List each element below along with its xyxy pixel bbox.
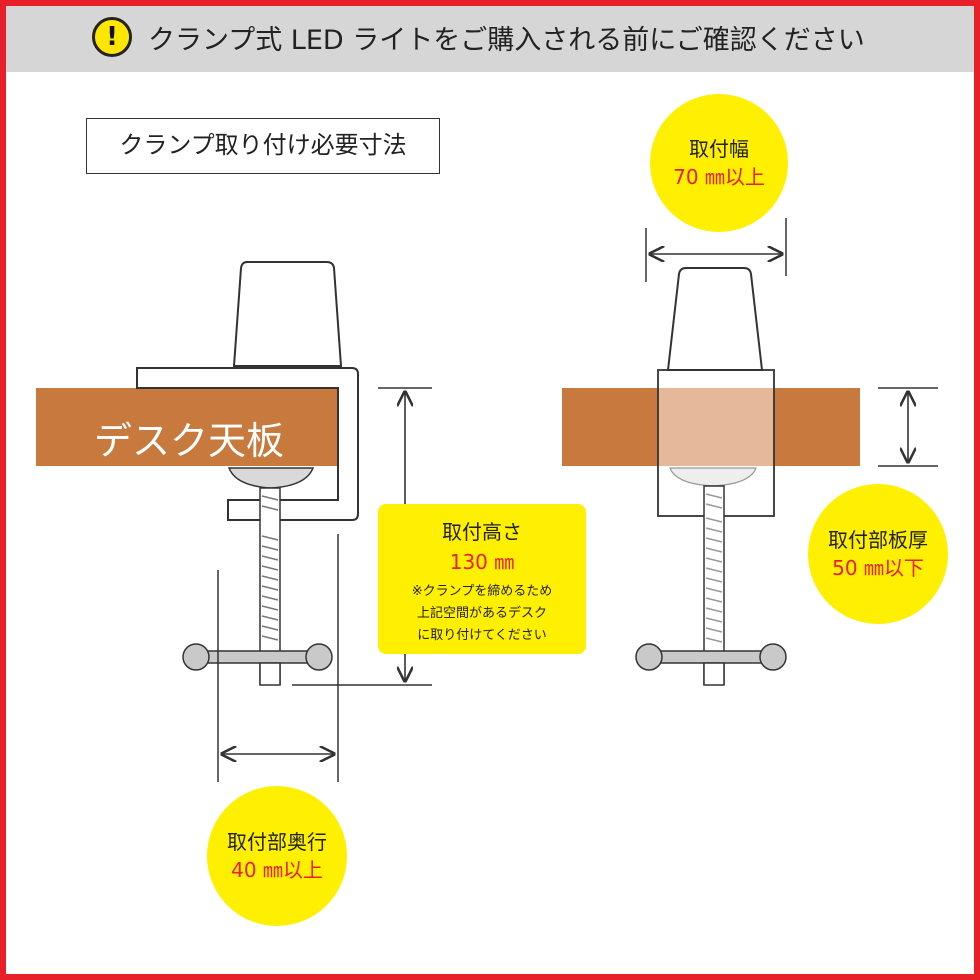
clamp-box-overlay xyxy=(658,388,774,466)
height-note-line: に取り付けてください xyxy=(417,628,547,643)
desk-label: デスク天板 xyxy=(94,419,285,463)
handle-bar-front xyxy=(649,650,775,664)
handle-knob-left-side xyxy=(182,643,210,671)
desk-top-side xyxy=(36,388,338,466)
width-value: 70 ㎜以上 xyxy=(673,165,765,189)
front-view xyxy=(562,218,938,686)
exclamation-icon: ! xyxy=(92,17,132,57)
height-label: 取付高さ 130 ㎜ ※クランプを締めるため 上記空間があるデスク に取り付けて… xyxy=(378,504,586,654)
width-title: 取付幅 xyxy=(689,137,749,161)
thickness-title: 取付部板厚 xyxy=(828,528,928,552)
clamp-pad-front xyxy=(669,467,757,487)
side-view xyxy=(36,261,432,782)
thickness-value: 50 ㎜以下 xyxy=(832,556,924,580)
section-title: クランプ取り付け必要寸法 xyxy=(86,118,440,174)
screw-threads-side xyxy=(261,495,279,641)
clamp-diagram xyxy=(36,218,938,782)
screw-threads-front xyxy=(705,493,723,643)
depth-title: 取付部奥行 xyxy=(227,830,327,854)
lamp-shade-side xyxy=(232,261,343,367)
height-title: 取付高さ xyxy=(442,520,522,544)
depth-value: 40 ㎜以上 xyxy=(231,858,323,882)
lamp-shade-front xyxy=(666,267,764,371)
handle-knob-right-front xyxy=(759,643,787,671)
clamp-pad-side xyxy=(227,467,315,489)
depth-label: 取付部奥行 40 ㎜以上 xyxy=(207,786,347,926)
height-note-line: 上記空間があるデスク xyxy=(416,606,547,621)
screw-end-front xyxy=(703,662,725,686)
screw-end-side xyxy=(259,662,281,686)
clamp-body-side xyxy=(136,367,359,521)
thickness-label: 取付部板厚 50 ㎜以下 xyxy=(808,484,948,624)
height-note-line: ※クランプを締めるため xyxy=(411,584,553,599)
handle-knob-left-front xyxy=(635,643,663,671)
banner-text: クランプ式 LED ライトをご購入される前にご確認ください xyxy=(148,25,865,56)
notice-banner: ! クランプ式 LED ライトをご購入される前にご確認ください xyxy=(6,6,974,72)
width-label: 取付幅 70 ㎜以上 xyxy=(650,94,788,232)
handle-knob-right-side xyxy=(305,643,333,671)
height-value: 130 ㎜ xyxy=(449,550,515,574)
